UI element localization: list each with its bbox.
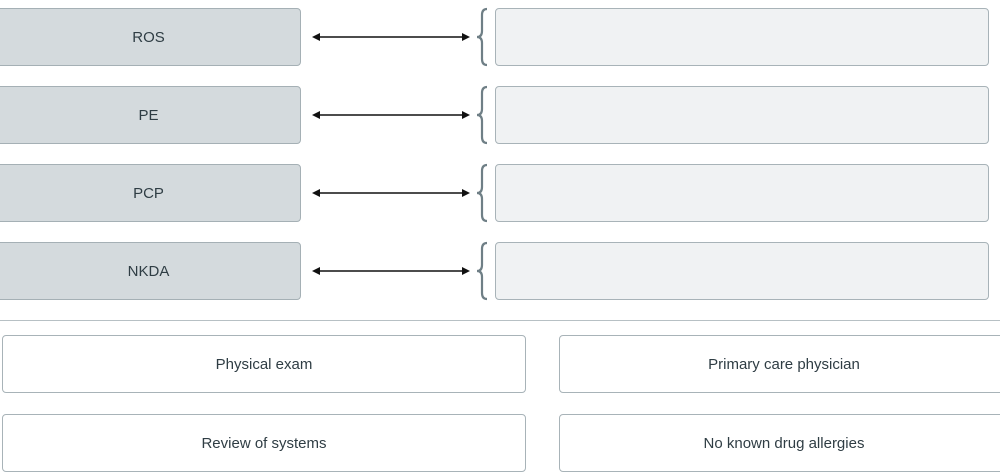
choice-no-known-drug-allergies[interactable]: No known drug allergies <box>559 414 1000 472</box>
match-row: NKDA <box>0 241 1000 302</box>
double-arrow-icon <box>312 33 470 41</box>
drop-zone-pe[interactable] <box>495 86 989 144</box>
term-card-pe[interactable]: PE <box>0 86 301 144</box>
term-card-ros[interactable]: ROS <box>0 8 301 66</box>
choice-physical-exam[interactable]: Physical exam <box>2 335 526 393</box>
choice-primary-care-physician[interactable]: Primary care physician <box>559 335 1000 393</box>
drop-zone-pcp[interactable] <box>495 164 989 222</box>
divider <box>0 320 1000 321</box>
drop-zone-ros[interactable] <box>495 8 989 66</box>
term-card-nkda[interactable]: NKDA <box>0 242 301 300</box>
double-arrow-icon <box>312 267 470 275</box>
drop-zone-nkda[interactable] <box>495 242 989 300</box>
term-card-pcp[interactable]: PCP <box>0 164 301 222</box>
double-arrow-icon <box>312 111 470 119</box>
choice-review-of-systems[interactable]: Review of systems <box>2 414 526 472</box>
brace-icon <box>476 163 488 223</box>
double-arrow-icon <box>312 189 470 197</box>
match-row: PE <box>0 85 1000 146</box>
match-row: ROS <box>0 7 1000 68</box>
brace-icon <box>476 241 488 301</box>
match-row: PCP <box>0 163 1000 224</box>
brace-icon <box>476 7 488 67</box>
brace-icon <box>476 85 488 145</box>
